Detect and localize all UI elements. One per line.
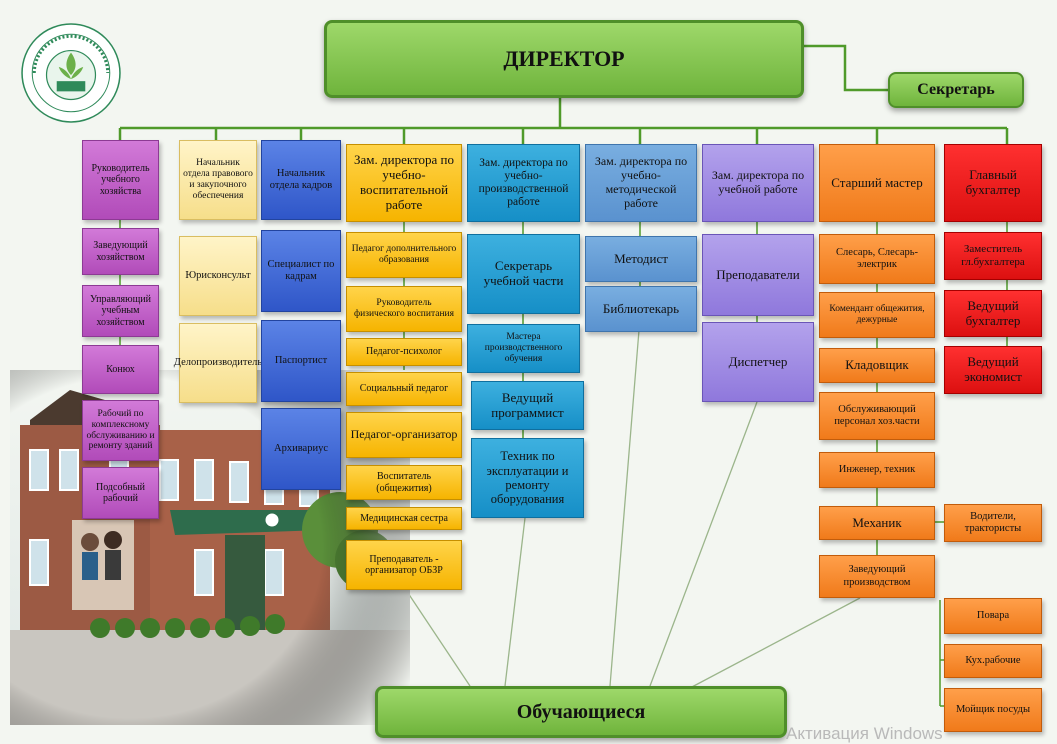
supply-manager-box[interactable]: Заведующий хозяйством	[82, 228, 159, 275]
director-box[interactable]: ДИРЕКТОР	[324, 20, 804, 98]
production-manager-box[interactable]: Заведующий производством	[819, 555, 935, 598]
methodologist-box[interactable]: Методист	[585, 236, 697, 282]
maintenance-worker-box[interactable]: Рабочий по комплексному обслуживанию и р…	[82, 400, 159, 461]
hr-head-box[interactable]: Начальник отдела кадров	[261, 140, 341, 220]
clerk-box[interactable]: Делопроизводитель	[174, 323, 262, 403]
passport-officer-box[interactable]: Паспортист	[261, 320, 341, 402]
maintenance-technician-box[interactable]: Техник по эксплуатации и ремонту оборудо…	[471, 438, 584, 518]
secretary-box[interactable]: Секретарь	[888, 72, 1024, 108]
mechanic-box[interactable]: Механик	[819, 506, 935, 540]
deputy-chief-accountant-box[interactable]: Заместитель гл.бухгалтера	[944, 232, 1042, 280]
psychologist-box[interactable]: Педагог-психолог	[346, 338, 462, 366]
nurse-box[interactable]: Медицинская сестра	[346, 507, 462, 530]
lead-programmer-box[interactable]: Ведущий программист	[471, 381, 584, 430]
deputy-production-box[interactable]: Зам. директора по учебно-производственно…	[467, 144, 580, 222]
dishwasher-box[interactable]: Мойщик посуды	[944, 688, 1042, 732]
obzr-teacher-box[interactable]: Преподаватель - организатор ОБЗР	[346, 540, 462, 590]
groom-box[interactable]: Конюх	[82, 345, 159, 394]
deputy-educational-box[interactable]: Зам. директора по учебно-воспитательной …	[346, 144, 462, 222]
teachers-box[interactable]: Преподаватели	[702, 234, 814, 316]
academic-secretary-box[interactable]: Секретарь учебной части	[467, 234, 580, 314]
hr-specialist-box[interactable]: Специалист по кадрам	[261, 230, 341, 312]
lead-accountant-box[interactable]: Ведущий бухгалтер	[944, 290, 1042, 337]
legal-counsel-box[interactable]: Юрисконсульт	[179, 236, 257, 316]
service-staff-box[interactable]: Обслуживающий персонал хоз.части	[819, 392, 935, 440]
windows-activation-watermark: Активация Windows	[786, 724, 943, 743]
locksmith-electrician-box[interactable]: Слесарь, Слесарь-электрик	[819, 234, 935, 284]
chief-accountant-box[interactable]: Главный бухгалтер	[944, 144, 1042, 222]
dormitory-educator-box[interactable]: Воспитатель (общежития)	[346, 465, 462, 500]
auxiliary-worker-box[interactable]: Подсобный рабочий	[82, 467, 159, 519]
librarian-box[interactable]: Библиотекарь	[585, 286, 697, 332]
storekeeper-box[interactable]: Кладовщик	[819, 348, 935, 383]
dorm-commandant-box[interactable]: Комендант общежития, дежурные	[819, 292, 935, 338]
emblem-logo	[21, 23, 121, 123]
training-farm-manager-box[interactable]: Управляющий учебным хозяйством	[82, 285, 159, 337]
head-of-training-farm-box[interactable]: Руководитель учебного хозяйства	[82, 140, 159, 220]
lead-economist-box[interactable]: Ведущий экономист	[944, 346, 1042, 394]
cooks-box[interactable]: Повара	[944, 598, 1042, 634]
physical-education-head-box[interactable]: Руководитель физического воспитания	[346, 286, 462, 332]
engineer-technician-box[interactable]: Инженер, техник	[819, 452, 935, 488]
social-pedagogue-box[interactable]: Социальный педагог	[346, 372, 462, 406]
drivers-box[interactable]: Водители, трактористы	[944, 504, 1042, 542]
additional-education-teacher-box[interactable]: Педагог дополнительного образования	[346, 232, 462, 278]
archivist-box[interactable]: Архивариус	[261, 408, 341, 490]
deputy-methodical-box[interactable]: Зам. директора по учебно-методической ра…	[585, 144, 697, 222]
senior-master-box[interactable]: Старший мастер	[819, 144, 935, 222]
kitchen-workers-box[interactable]: Кух.рабочие	[944, 644, 1042, 678]
production-masters-box[interactable]: Мастера производственного обучения	[467, 324, 580, 373]
pedagogue-organizer-box[interactable]: Педагог-организатор	[346, 412, 462, 458]
students-box[interactable]: Обучающиеся	[375, 686, 787, 738]
dispatcher-box[interactable]: Диспетчер	[702, 322, 814, 402]
legal-procurement-head-box[interactable]: Начальник отдела правового и закупочного…	[179, 140, 257, 220]
deputy-academic-box[interactable]: Зам. директора по учебной работе	[702, 144, 814, 222]
